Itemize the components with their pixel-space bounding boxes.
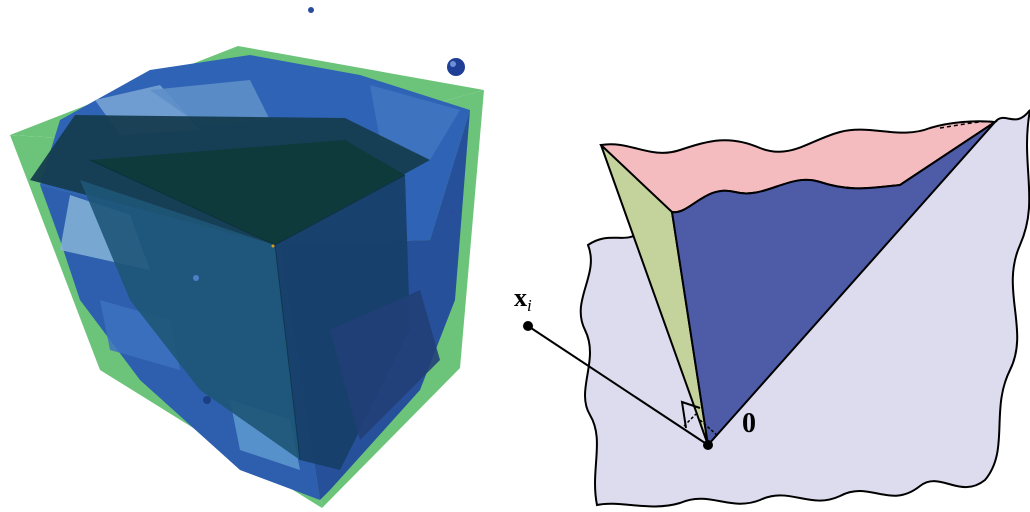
point-origin: [703, 440, 713, 450]
normal-cone-diagram: xi 0: [514, 110, 1030, 506]
origin-point-cube: [272, 245, 275, 248]
sphere-highlight: [450, 61, 456, 67]
point-xi: [523, 321, 533, 331]
sphere-small-mid: [193, 275, 199, 281]
sphere-small-top: [308, 7, 314, 13]
polytope-cube-illustration: [10, 7, 484, 508]
label-xi-base: x: [514, 283, 527, 312]
label-xi: xi: [514, 283, 532, 315]
sphere-small-low: [203, 396, 211, 404]
label-xi-subscript: i: [527, 296, 532, 315]
label-origin: 0: [742, 408, 756, 439]
sphere-small-right: [449, 209, 455, 215]
sphere-large: [447, 58, 465, 76]
